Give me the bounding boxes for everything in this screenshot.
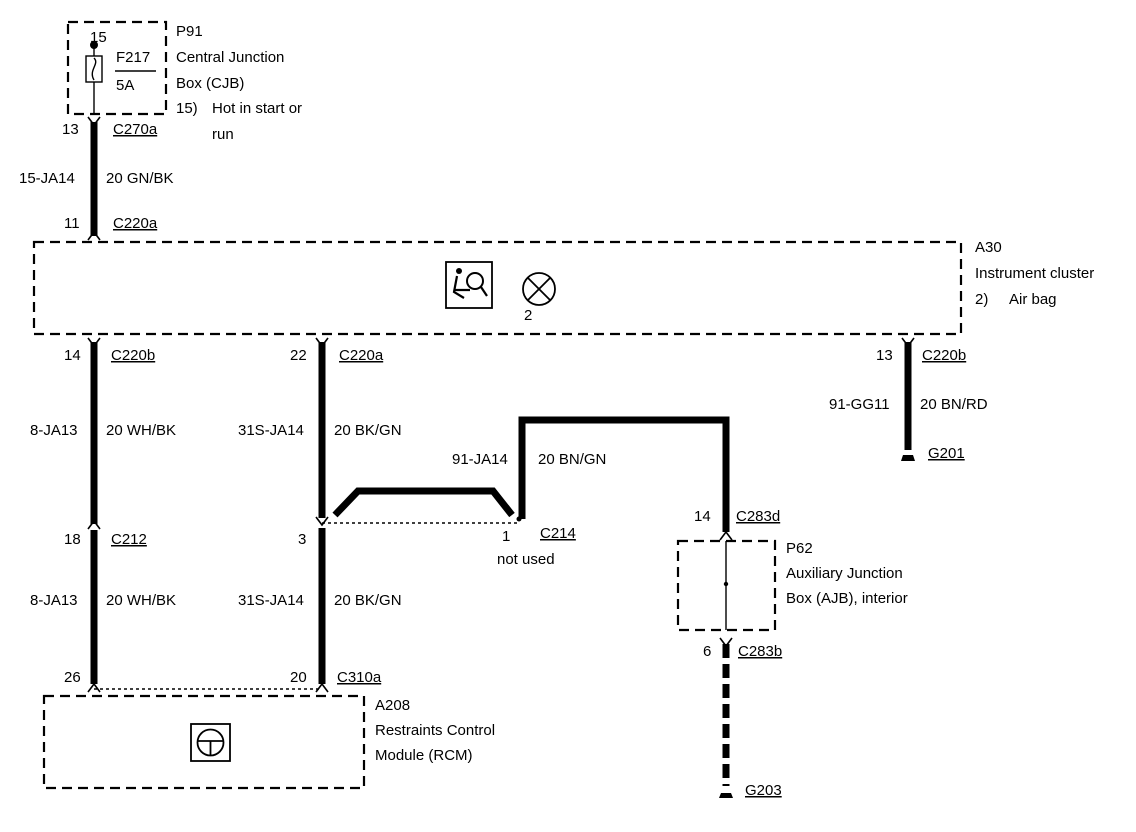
p62-name-line2: Box (AJB), interior xyxy=(786,590,908,607)
c283d-connector: C283d xyxy=(736,508,780,525)
connector-c220a-mid-chevron-icon xyxy=(315,337,329,348)
p91-name-line1: Central Junction xyxy=(176,49,284,66)
wire-31s-ja14-lower-circuit: 31S-JA14 xyxy=(238,592,304,609)
a30-instrument-cluster: 2 A30 Instrument cluster 2) Air bag xyxy=(32,239,1094,336)
a208-name-line1: Restraints Control xyxy=(375,722,495,739)
wire-15-ja14-spec: 20 GN/BK xyxy=(106,170,174,187)
airbag-bag-icon xyxy=(466,272,484,290)
c270a-connector: C270a xyxy=(113,121,158,138)
p91-box-outline xyxy=(66,20,168,116)
airbag-bag-tail-icon xyxy=(480,286,488,297)
ground-g201-icon xyxy=(901,455,915,461)
wire-to-g203: 6 C283b G203 xyxy=(703,637,782,799)
c283b-connector: C283b xyxy=(738,643,782,660)
wire-segment xyxy=(518,416,730,532)
p91-note-num: 15) xyxy=(176,100,198,117)
wire-8-ja13-upper-spec: 20 WH/BK xyxy=(106,422,176,439)
c220b-left-pin: 14 xyxy=(64,347,81,364)
steering-wheel-icon xyxy=(196,728,225,757)
c214-pin-right: 1 xyxy=(502,528,510,545)
a30-box-outline xyxy=(32,240,963,336)
connector-c220b-right-chevron-icon xyxy=(901,337,915,348)
fuse-id: F217 xyxy=(116,49,150,66)
c220a-top-pin: 11 xyxy=(64,215,80,232)
connector-c270a-chevron-icon xyxy=(87,116,101,127)
c220a-mid-pin: 22 xyxy=(290,347,307,364)
wire-91-ja14-spec: 20 BN/GN xyxy=(538,451,606,468)
c214-connector: C214 xyxy=(540,525,576,542)
warning-lamp-cross-b xyxy=(527,277,551,301)
airbag-person-body-icon xyxy=(452,275,470,299)
c212-pin: 18 xyxy=(64,531,81,548)
p91-note-line2: run xyxy=(212,126,234,143)
p62-splice-dot xyxy=(723,581,729,587)
wire-15-ja14-circuit: 15-JA14 xyxy=(19,170,75,187)
c214-note: not used xyxy=(497,551,555,568)
wire-31s-ja14: 22 C220a 31S-JA14 20 BK/GN 3 1 C214 not … xyxy=(238,337,576,693)
wire-91-ja14-circuit: 91-JA14 xyxy=(452,451,508,468)
c212-connector: C212 xyxy=(111,531,147,548)
a208-box-outline xyxy=(42,694,366,790)
fuse-rating: 5A xyxy=(116,77,134,94)
connector-c310a-right-chevron-icon xyxy=(315,682,329,693)
connector-c212-chevron-icon xyxy=(87,519,101,530)
connector-c220a-chevron-icon xyxy=(87,230,101,241)
c214-pin-left: 3 xyxy=(298,531,306,548)
p91-pin-label: 15 xyxy=(90,29,107,46)
c214-shorting-bar xyxy=(332,487,515,518)
wire-15-ja14: 13 C270a 15-JA14 20 GN/BK 11 C220a xyxy=(19,116,174,241)
warning-lamp-icon xyxy=(522,272,556,306)
c310a-pin-left: 26 xyxy=(64,669,81,686)
wire-91-gg11: 13 C220b 91-GG11 20 BN/RD G201 xyxy=(829,337,988,462)
c310a-pin-right: 20 xyxy=(290,669,307,686)
g203-label: G203 xyxy=(745,782,782,799)
fuse-element-icon xyxy=(91,57,97,81)
a30-note-num: 2) xyxy=(975,291,988,308)
a208-restraints-control-module: 26 20 C310a A208 Restraints Control Modu… xyxy=(42,669,495,790)
wire-31s-ja14-upper-circuit: 31S-JA14 xyxy=(238,422,304,439)
c220b-right-connector: C220b xyxy=(922,347,966,364)
wire-8-ja13-upper-circuit: 8-JA13 xyxy=(30,422,78,439)
p62-id: P62 xyxy=(786,540,813,557)
p91-central-junction-box: 15 F217 5A P91 Central Junction Box (CJB… xyxy=(66,20,302,143)
c220a-mid-connector: C220a xyxy=(339,347,384,364)
connector-c220b-chevron-icon xyxy=(87,337,101,348)
a30-note-text: Air bag xyxy=(1009,291,1057,308)
a30-name: Instrument cluster xyxy=(975,265,1094,282)
warning-lamp-ref: 2 xyxy=(524,307,532,324)
connector-c214-chevron-icon xyxy=(315,516,329,527)
g201-label: G201 xyxy=(928,445,965,462)
wire-31s-ja14-lower-spec: 20 BK/GN xyxy=(334,592,402,609)
a208-id: A208 xyxy=(375,697,410,714)
c220b-right-pin: 13 xyxy=(876,347,893,364)
wire-91-gg11-circuit: 91-GG11 xyxy=(829,396,890,413)
airbag-person-head-icon xyxy=(456,268,462,274)
p91-id: P91 xyxy=(176,23,203,40)
p62-name-line1: Auxiliary Junction xyxy=(786,565,903,582)
a208-name-line2: Module (RCM) xyxy=(375,747,473,764)
wire-91-ja14: 91-JA14 20 BN/GN 14 C283d xyxy=(452,416,780,541)
wire-8-ja13-lower-spec: 20 WH/BK xyxy=(106,592,176,609)
wire-31s-ja14-upper-spec: 20 BK/GN xyxy=(334,422,402,439)
wire-91-gg11-spec: 20 BN/RD xyxy=(920,396,988,413)
ground-g203-icon xyxy=(719,793,733,798)
p91-note-line1: Hot in start or xyxy=(212,100,302,117)
connector-c310a-left-chevron-icon xyxy=(87,682,101,693)
wire-8-ja13: 14 C220b 8-JA13 20 WH/BK 18 C212 8-JA13 … xyxy=(30,337,176,693)
p62-auxiliary-junction-box: P62 Auxiliary Junction Box (AJB), interi… xyxy=(676,539,908,632)
c283d-pin: 14 xyxy=(694,508,711,525)
a30-id: A30 xyxy=(975,239,1002,256)
c283b-pin: 6 xyxy=(703,643,711,660)
p91-name-line2: Box (CJB) xyxy=(176,75,244,92)
wire-8-ja13-lower-circuit: 8-JA13 xyxy=(30,592,78,609)
steering-wheel-spokes-icon xyxy=(198,740,223,755)
connector-c283d-chevron-icon xyxy=(719,530,733,541)
c220b-left-connector: C220b xyxy=(111,347,155,364)
c310a-connector: C310a xyxy=(337,669,382,686)
c270a-pin: 13 xyxy=(62,121,79,138)
c220a-top-connector: C220a xyxy=(113,215,158,232)
